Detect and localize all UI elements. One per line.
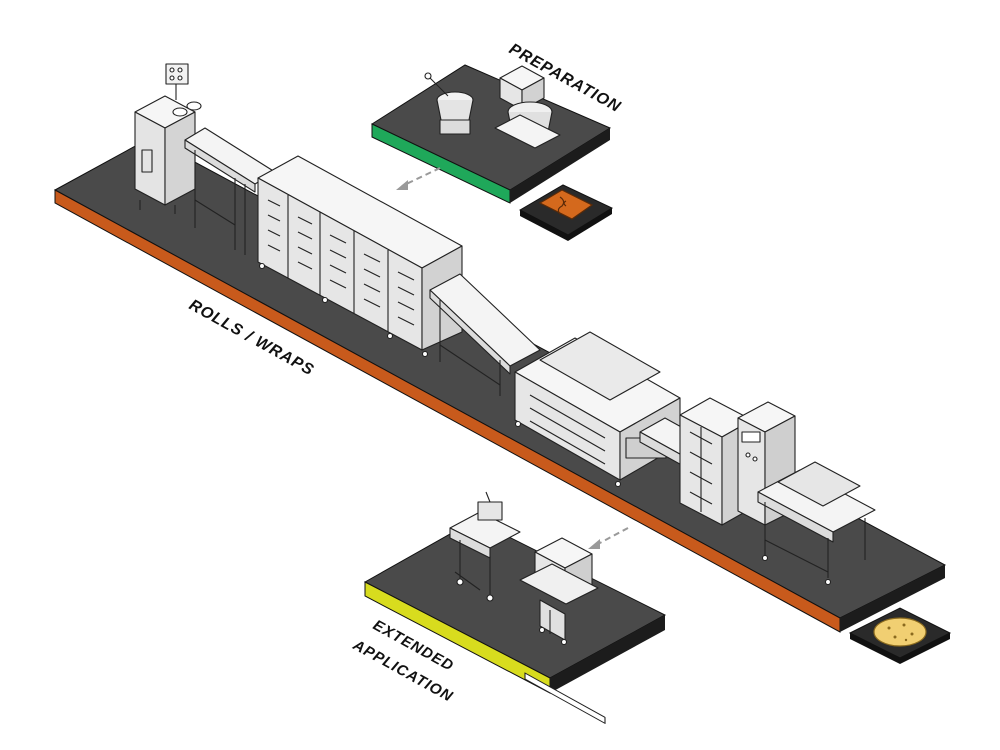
ext-platform-edge-dark [550,615,665,693]
tortilla-icon [873,617,927,647]
counter-stacker-conveyor [757,461,876,586]
preparation-platform [370,64,612,204]
proofer-machine [257,155,463,358]
tortilla-tile [848,607,952,664]
packaging-sealer-machine [449,491,521,602]
dough-kneader-machine [424,72,474,135]
tortilla-press-machine [514,331,681,724]
dashed-arrow-icon [588,527,629,549]
flour-bag-icon [538,189,594,220]
spiral-mixer-machine [494,65,561,149]
batch-oven-machine [519,537,599,646]
platform-edge-dark [840,565,945,632]
incline-conveyor-2 [429,273,541,396]
dashed-arrow-icon [396,167,441,190]
dough-divider-machine [134,63,202,214]
extended-platform [363,519,667,694]
flour-bag-tile [518,184,614,241]
prep-platform-edge-dark [510,128,610,203]
